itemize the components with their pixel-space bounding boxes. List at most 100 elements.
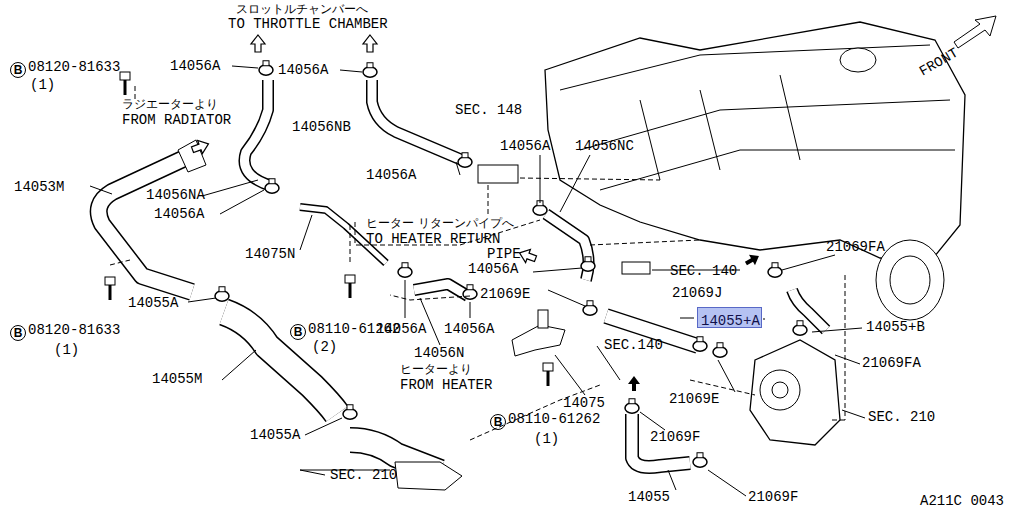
leader-line [782,255,835,270]
hose-outline [372,80,462,160]
clamp-screw [467,285,473,290]
pump-hub [772,382,788,398]
callout-number: 14056A [154,207,204,222]
clamp-screw [367,63,373,68]
callout-number: 21069F [650,430,700,445]
bolt-shank [349,283,352,298]
dashed-guide [350,226,351,262]
hose-clip [622,262,650,274]
hose-clamp [398,267,412,278]
callout-number: 14075 [563,396,605,411]
callout-number: 14056NC [575,139,634,154]
note: FROM RADIATOR [122,113,231,128]
leader-line [600,150,955,190]
pump-pulley [760,370,800,410]
hose-clamp [793,325,807,336]
callout-number: 14056A [170,59,220,74]
hose-clamp [768,267,782,278]
circled-marker: B [10,62,26,78]
circled-marker: B [490,414,506,430]
callout-number: 21069FA [862,356,921,371]
callout-number: 14055 [628,490,670,505]
callout-number: 14056A [278,63,328,78]
leader-line [718,360,735,392]
circled-marker: B [290,324,306,340]
clamp-screw [587,301,593,306]
note: スロットルチャンバーへ [236,2,368,16]
clamp-screw [347,405,353,410]
callout-number: 14056A [376,322,426,337]
dashed-guide [590,240,700,245]
leader-line [680,318,694,319]
clamp-screw [797,321,803,326]
callout-number: 14053M [14,180,64,195]
callout-number: 08120-81633 [28,323,120,338]
note: ヒーター リターンパイプへ [366,216,514,230]
leader-line [640,100,660,180]
callout-number: 14056A [366,168,416,183]
leader-line [842,410,865,418]
callout-number: 14056A [444,322,494,337]
section-ref: SEC.140 [604,338,663,353]
callout-number: 14056NA [146,188,205,203]
bolt-shank [547,371,550,386]
clamp-screw [697,337,703,342]
quantity: (1) [54,343,79,358]
leader-line [222,350,256,380]
leader-line [708,470,746,496]
part-number: 14055+A [701,314,760,329]
hose-clamp [363,67,377,78]
clamp-screw [263,61,269,66]
leader-line [560,45,930,90]
leader-line [405,280,406,318]
leader-line [548,290,585,306]
clamp-screw [462,153,468,158]
leader-line [202,180,258,196]
dashed-guide [110,260,130,265]
callout-number: 14075N [245,247,295,262]
leader-line [668,470,676,490]
callout-number: 14056NB [292,120,351,135]
hose-clamp [343,409,357,420]
note: ヒーターより [400,362,472,376]
leader-line [764,318,765,320]
hose-fill [372,80,462,160]
leader-line [560,155,590,212]
hose-fill [792,290,826,330]
dashed-guide [390,295,470,300]
highlighted-part: 14055+A [697,307,762,328]
flow-arrow [363,35,377,52]
hose-clamp [713,347,727,358]
clamp-screw [585,257,591,262]
fitting-bracket [538,310,548,328]
callout-number: 21069F [748,490,798,505]
clamp-screw [697,453,703,458]
callout-number: 08110-61262 [508,412,600,427]
note: FROM HEATER [400,378,492,393]
direction-arrow [628,376,640,391]
section-ref: SEC. 210 [868,410,935,425]
leader-line [835,355,860,364]
callout-number: 21069E [480,287,530,302]
leader-line [90,186,112,194]
direction-arrow [743,251,762,269]
leader-line [812,328,862,332]
clamp-screw [717,343,723,348]
section-ref: SEC. 210 [330,468,397,483]
bolt-head [120,72,130,80]
hose-clamp [533,205,547,216]
clamp-screw [219,287,225,292]
callout-number: 21069FA [826,240,885,255]
front-arrow [954,16,996,48]
hose-outline [792,290,826,330]
leader-line [456,162,460,175]
note: TO THROTTLE CHAMBER [228,17,388,32]
note: PIPE [487,247,521,262]
note: TO HEATER RETURN [366,232,500,247]
engine-block [545,22,965,262]
leader-line [700,90,720,170]
hose-clamp [583,305,597,316]
bolt-head [105,277,115,285]
leader-line [232,66,258,68]
hose-clamp [581,261,595,272]
